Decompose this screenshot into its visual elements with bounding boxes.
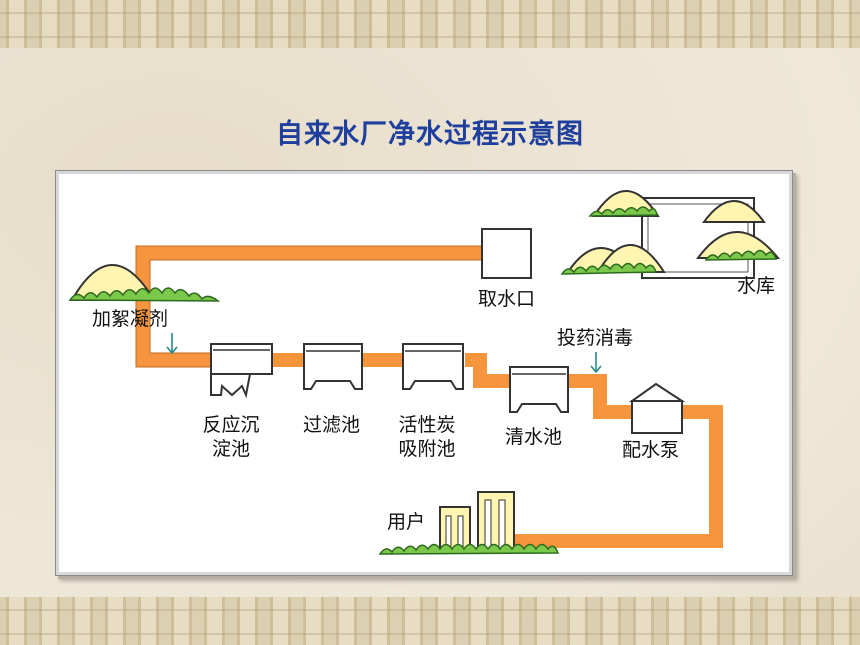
label-filter: 过滤池 bbox=[303, 414, 361, 436]
label-sedimentation-line2: 淀池 bbox=[211, 438, 250, 460]
bottom-border-pattern bbox=[0, 597, 860, 645]
page-title: 自来水厂净水过程示意图 bbox=[276, 119, 584, 150]
label-disinfect: 投药消毒 bbox=[557, 327, 634, 349]
label-carbon-line2: 吸附池 bbox=[398, 438, 456, 460]
users-buildings bbox=[378, 491, 560, 555]
label-sedimentation-line1: 反应沉 bbox=[202, 414, 260, 436]
pipe-edges bbox=[135, 245, 490, 368]
disinfect-arrow bbox=[590, 352, 602, 374]
intake-box bbox=[481, 228, 532, 279]
label-clear-water: 清水池 bbox=[505, 426, 563, 448]
label-intake: 取水口 bbox=[478, 288, 536, 310]
carbon-tank bbox=[402, 343, 464, 390]
label-users: 用户 bbox=[387, 511, 426, 533]
pipe-pump-to-users bbox=[515, 405, 723, 548]
panel-inner-border bbox=[56, 171, 792, 575]
label-coagulant: 加絮凝剂 bbox=[92, 308, 169, 330]
coagulant-hill bbox=[68, 264, 221, 302]
label-sedimentation: 反应沉 淀池 bbox=[196, 413, 266, 461]
pipe bbox=[136, 246, 723, 548]
label-carbon-line1: 活性炭 bbox=[398, 414, 456, 436]
sedimentation-tank bbox=[210, 343, 273, 399]
label-reservoir: 水库 bbox=[737, 275, 776, 297]
pump bbox=[628, 382, 686, 434]
filter-tank bbox=[303, 343, 363, 390]
label-pump: 配水泵 bbox=[622, 439, 680, 461]
pipe-intake-to-sedimentation bbox=[136, 246, 490, 367]
pipe-clear-to-pump bbox=[567, 374, 632, 419]
clear-water-tank bbox=[509, 366, 569, 413]
label-carbon: 活性炭 吸附池 bbox=[392, 413, 462, 461]
reservoir bbox=[560, 190, 781, 279]
coagulant-arrow bbox=[166, 333, 178, 355]
pipe-carbon-to-clear bbox=[465, 353, 512, 388]
top-border-pattern bbox=[0, 0, 860, 48]
